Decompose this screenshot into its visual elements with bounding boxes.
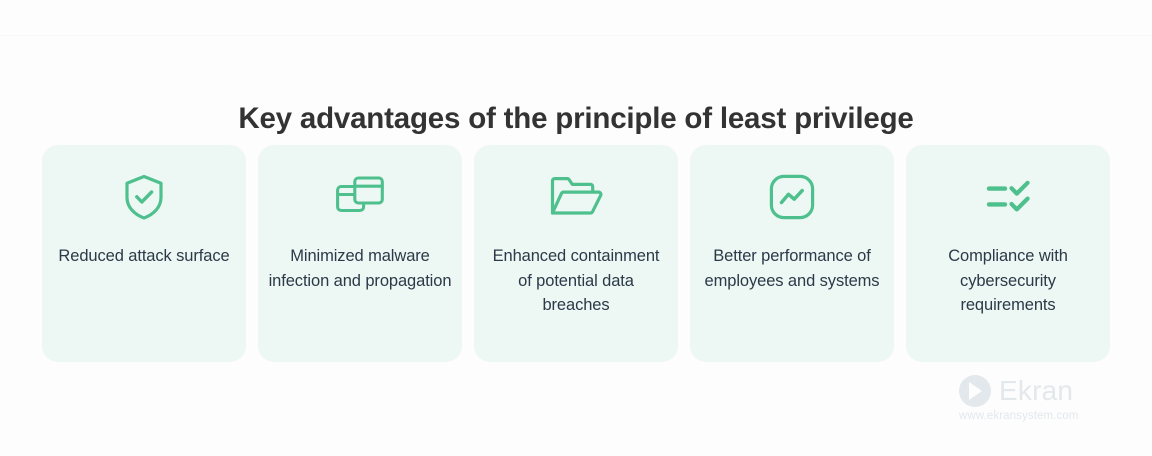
watermark-url: www.ekransystem.com <box>959 410 1079 422</box>
watermark-brand-text: Ekran <box>999 375 1074 406</box>
advantage-card-better-performance[interactable]: Better performance of employees and syst… <box>690 145 894 362</box>
advantage-card-enhanced-containment[interactable]: Enhanced containment of potential data b… <box>474 145 678 362</box>
advantage-card-label: Compliance with cybersecurity requiremen… <box>948 247 1068 314</box>
overlapping-windows-icon <box>333 171 387 223</box>
performance-trend-icon <box>767 171 817 223</box>
advantage-card-minimized-malware[interactable]: Minimized malware infection and propagat… <box>258 145 462 362</box>
advantage-card-label: Enhanced containment of potential data b… <box>492 247 660 314</box>
watermark-brand-row: Ekran <box>958 374 1106 408</box>
advantage-card-compliance[interactable]: Compliance with cybersecurity requiremen… <box>906 145 1110 362</box>
open-folder-icon <box>547 171 605 223</box>
shield-check-icon <box>118 171 170 223</box>
header-divider <box>0 35 1152 36</box>
page-title: Key advantages of the principle of least… <box>238 101 914 135</box>
ekran-chevron-logo <box>959 375 991 407</box>
advantage-card-label: Better performance of employees and syst… <box>704 247 880 290</box>
advantage-card-label: Reduced attack surface <box>58 247 230 265</box>
advantage-card-reduced-attack-surface[interactable]: Reduced attack surface <box>42 145 246 362</box>
advantages-card-row: Reduced attack surface Minimized malware… <box>42 145 1110 362</box>
checklist-icon <box>981 171 1035 223</box>
ekran-watermark: Ekran www.ekransystem.com <box>958 374 1106 428</box>
advantage-card-label: Minimized malware infection and propagat… <box>268 247 452 290</box>
